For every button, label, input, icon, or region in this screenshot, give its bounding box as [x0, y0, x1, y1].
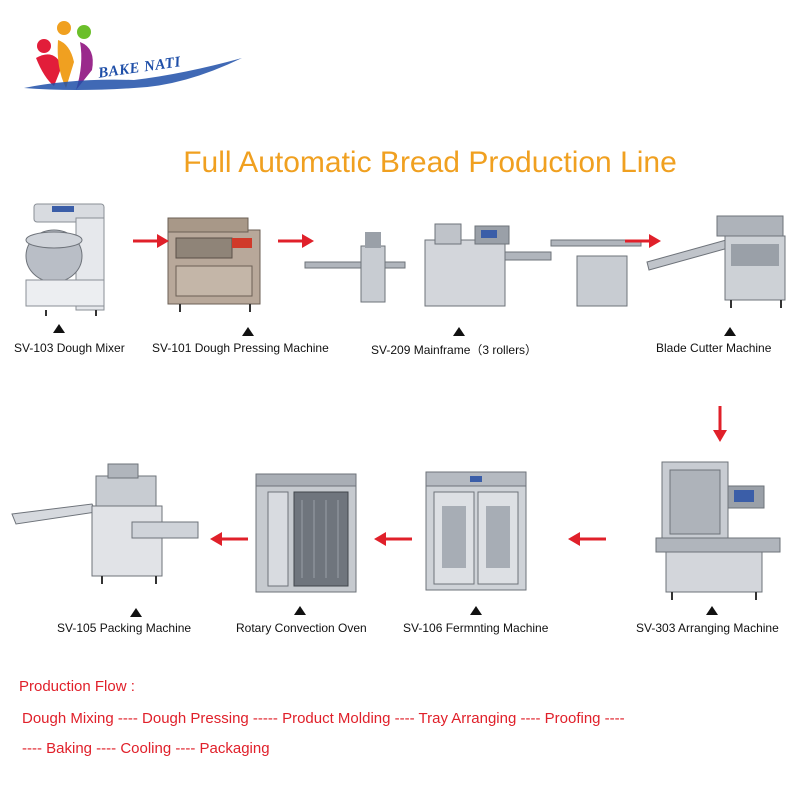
- dough-mixer-image: [16, 198, 106, 318]
- machine-label: SV-209 Mainframe（3 rollers）: [371, 343, 538, 357]
- pointer-triangle-icon: [294, 606, 306, 615]
- page-title: Full Automatic Bread Production Line: [183, 146, 677, 179]
- arranging-machine-image: [652, 458, 784, 602]
- pointer-triangle-icon: [53, 324, 65, 333]
- arrow-right-icon: [625, 234, 661, 248]
- rotary-convection-oven-image: [254, 470, 360, 596]
- dough-pressing-machine-image: [160, 208, 268, 316]
- pointer-triangle-icon: [724, 327, 736, 336]
- pointer-triangle-icon: [706, 606, 718, 615]
- packing-machine-image: [11, 462, 202, 587]
- arrow-right-icon: [133, 234, 169, 248]
- brand-logo: BAKE NATI: [14, 18, 244, 98]
- mainframe-image: [304, 220, 642, 312]
- pointer-triangle-icon: [470, 606, 482, 615]
- arrow-left-icon: [210, 532, 248, 546]
- production-flow-line: ---- Baking ---- Cooling ---- Packaging: [22, 740, 270, 757]
- blade-cutter-machine-image: [645, 210, 795, 310]
- arrow-down-icon: [713, 406, 727, 442]
- production-flow-line: Dough Mixing ---- Dough Pressing ----- P…: [22, 710, 625, 727]
- machine-label: SV-101 Dough Pressing Machine: [152, 341, 329, 355]
- arrow-right-icon: [278, 234, 314, 248]
- machine-label: SV-103 Dough Mixer: [14, 341, 125, 355]
- logo-figures-icon: [24, 21, 242, 90]
- machine-label: SV-106 Fermnting Machine: [403, 621, 549, 635]
- pointer-triangle-icon: [242, 327, 254, 336]
- pointer-triangle-icon: [130, 608, 142, 617]
- pointer-triangle-icon: [453, 327, 465, 336]
- machine-label: SV-303 Arranging Machine: [636, 621, 779, 635]
- machine-label: Rotary Convection Oven: [236, 621, 367, 635]
- machine-label: SV-105 Packing Machine: [57, 621, 192, 635]
- fermenting-machine-image: [424, 466, 528, 598]
- machine-label: Blade Cutter Machine: [656, 341, 772, 355]
- arrow-left-icon: [568, 532, 606, 546]
- arrow-left-icon: [374, 532, 412, 546]
- production-flow-heading: Production Flow :: [19, 678, 135, 695]
